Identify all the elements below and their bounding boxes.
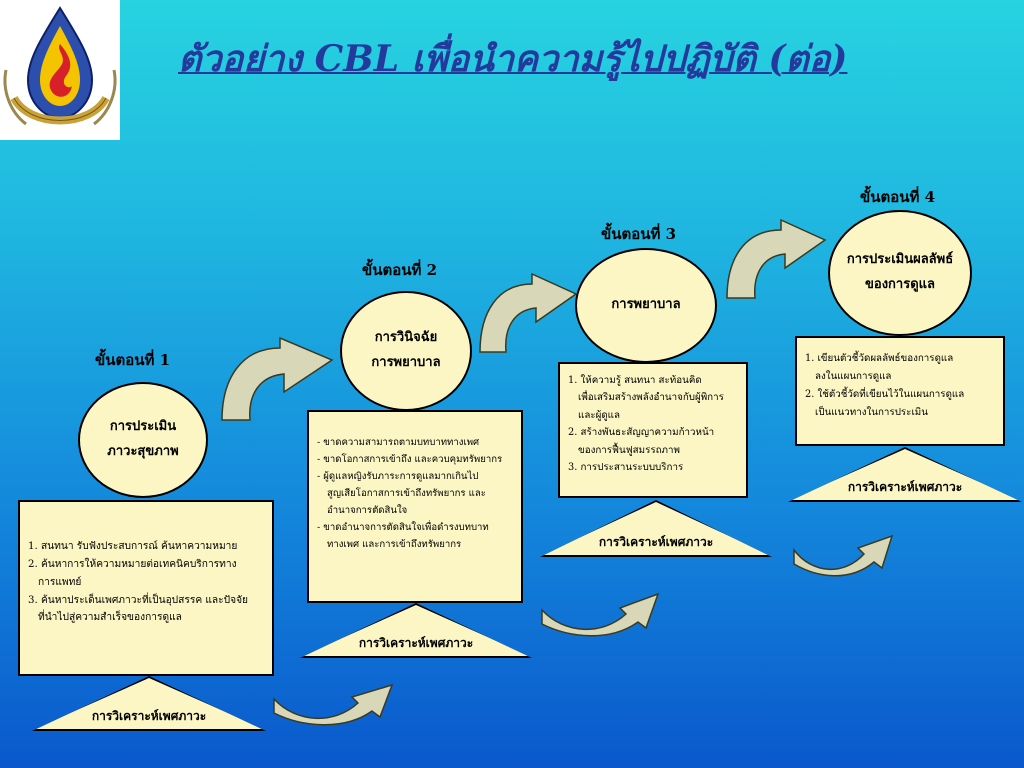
step-3-gender-analysis-triangle: การวิเคราะห์เพศภาวะ — [540, 500, 772, 557]
step-4-label: ขั้นตอนที่ 4 — [860, 188, 936, 206]
rising-arrow-analysis-2-to-3 — [541, 592, 660, 637]
step-1-label: ขั้นตอนที่ 1 — [95, 351, 171, 369]
step-4-gender-analysis-label: การวิเคราะห์เพศภาวะ — [847, 480, 963, 494]
step-3-box: 1. ให้ความรู้ สนทนา สะท้อนคิดเพื่อเสริมส… — [558, 362, 748, 498]
step-2-gender-analysis-triangle: การวิเคราะห์เพศภาวะ — [300, 603, 532, 658]
step-3-label: ขั้นตอนที่ 3 — [601, 225, 677, 243]
step-1-item-3: 3. ค้นหาประเด็นเพศภาวะที่เป็นอุปสรรค และ… — [28, 594, 249, 624]
curved-arrow-step3-to-step4 — [726, 218, 827, 299]
step-2-item-3: - ผู้ดูแลหญิงรับภาระการดูแลมากเกินไปสูญเ… — [317, 471, 486, 517]
step-2-circle: การวินิจฉัย การพยาบาล — [340, 291, 472, 411]
curved-arrow-step1-to-step2 — [221, 336, 334, 421]
step-4-circle-line2: ของการดูแล — [865, 277, 935, 292]
step-2-item-2: - ขาดโอกาสการเข้าถึง และควบคุมทรัพยากร — [317, 454, 503, 466]
step-1-gender-analysis-triangle: การวิเคราะห์เพศภาวะ — [32, 676, 266, 731]
curved-arrow-step2-to-step3 — [479, 272, 578, 353]
institution-seal-icon — [3, 6, 117, 126]
step-2-item-1: - ขาดความสามารถตามบทบาททางเพศ — [317, 437, 480, 448]
step-1-circle-line1: การประเมิน — [109, 419, 177, 435]
step-2-label: ขั้นตอนที่ 2 — [362, 261, 438, 279]
step-3-gender-analysis-label: การวิเคราะห์เพศภาวะ — [598, 535, 714, 549]
step-1-circle-line2: ภาวะสุขภาพ — [107, 444, 179, 459]
rising-arrow-analysis-1-to-2 — [273, 683, 394, 726]
step-3-circle: การพยาบาล — [575, 248, 717, 363]
step-4-item-2: 2. ใช้ตัวชี้วัดที่เขียนไว้ในแผนการดูแลเป… — [805, 389, 965, 419]
step-4-circle-line1: การประเมินผลลัพธ์ — [846, 252, 954, 268]
step-1-gender-analysis-label: การวิเคราะห์เพศภาวะ — [91, 709, 207, 723]
step-3-item-1: 1. ให้ความรู้ สนทนา สะท้อนคิดเพื่อเสริมส… — [568, 375, 724, 421]
logo — [0, 0, 120, 140]
step-1-item-1: 1. สนทนา รับฟังประสบการณ์ ค้นหาความหมาย — [28, 541, 238, 552]
step-2-item-4: - ขาดอำนาจการตัดสินใจเพื่อดำรงบทบาททางเพ… — [317, 522, 489, 551]
step-1-item-2: 2. ค้นหาการให้ความหมายต่อเทคนิคบริการทาง… — [28, 558, 237, 588]
step-4-box: 1. เขียนตัวชี้วัดผลลัพธ์ของการดูแลลงในแผ… — [795, 336, 1005, 446]
step-3-circle-line1: การพยาบาล — [611, 297, 681, 313]
step-1-circle: การประเมิน ภาวะสุขภาพ — [78, 382, 208, 498]
step-3-item-2: 2. สร้างพันธะสัญญาความก้าวหน้าของการฟื้น… — [568, 427, 715, 456]
step-4-circle: การประเมินผลลัพธ์ ของการดูแล — [828, 210, 972, 336]
step-1-box: 1. สนทนา รับฟังประสบการณ์ ค้นหาความหมาย … — [18, 500, 274, 676]
rising-arrow-analysis-3-to-4 — [793, 534, 894, 577]
page-title: ตัวอย่าง CBL เพื่อนำความรู้ไปปฏิบัติ (ต่… — [178, 38, 848, 80]
step-4-gender-analysis-triangle: การวิเคราะห์เพศภาวะ — [788, 447, 1022, 502]
step-3-item-3: 3. การประสานระบบบริการ — [568, 462, 684, 474]
step-4-item-1: 1. เขียนตัวชี้วัดผลลัพธ์ของการดูแลลงในแผ… — [805, 353, 954, 383]
step-2-gender-analysis-label: การวิเคราะห์เพศภาวะ — [358, 636, 474, 650]
step-2-circle-line2: การพยาบาล — [371, 355, 441, 370]
step-2-box: - ขาดความสามารถตามบทบาททางเพศ - ขาดโอกาส… — [307, 410, 523, 603]
step-2-circle-line1: การวินิจฉัย — [374, 330, 438, 346]
